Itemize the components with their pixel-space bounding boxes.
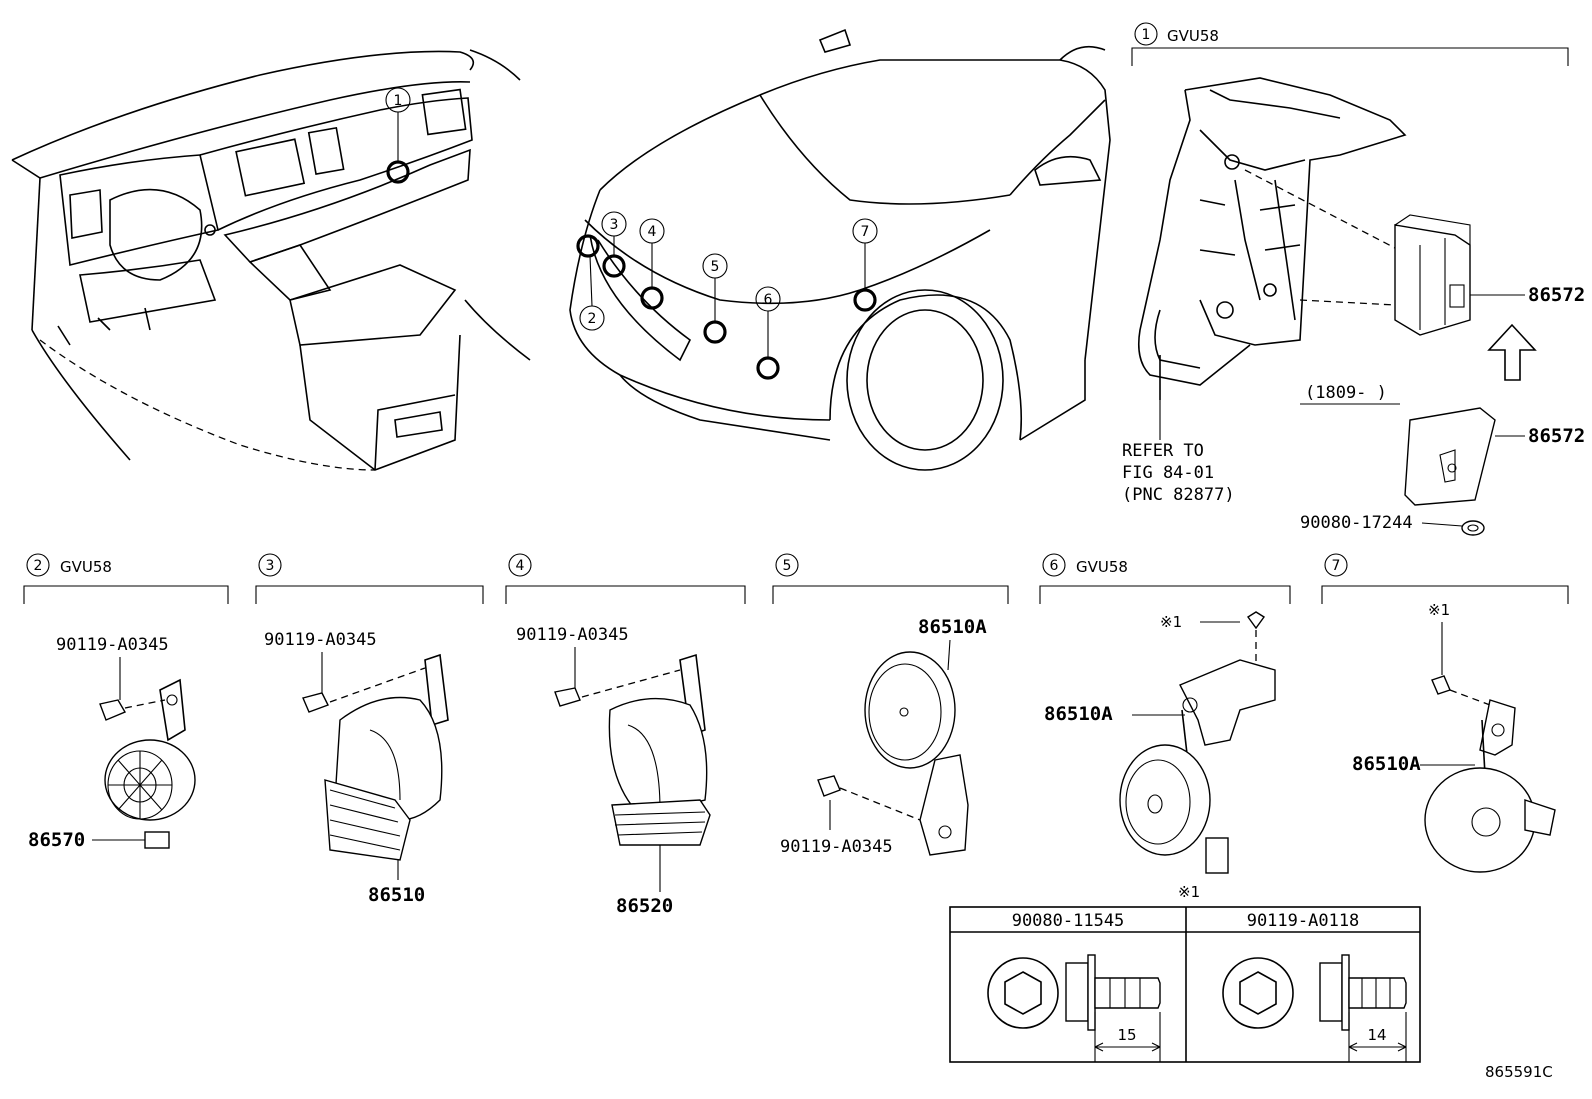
section-6: 6 GVU58 ※1 86510A xyxy=(1039,553,1291,874)
svg-text:4: 4 xyxy=(516,558,525,574)
section-5-part: 86510A xyxy=(918,616,987,638)
horn-86520-drawing xyxy=(554,653,711,846)
vehicle-front-illustration xyxy=(569,28,1111,471)
section-7-note: ※1 xyxy=(1428,601,1450,619)
section-2: 2 GVU58 90119-A0345 86570 xyxy=(23,553,229,851)
section-1: 1 GVU58 86572 xyxy=(1122,22,1585,536)
section-5-bolt: 90119-A0345 xyxy=(780,837,893,857)
svg-text:5: 5 xyxy=(783,558,792,574)
dashboard-illustration xyxy=(11,49,531,471)
svg-text:6: 6 xyxy=(764,292,773,308)
refer-to-line3: (PNC 82877) xyxy=(1122,485,1235,505)
svg-text:2: 2 xyxy=(34,558,43,574)
section-5: 5 86510A 90119-A0345 xyxy=(772,553,1009,857)
callout-7: 7 xyxy=(852,218,878,244)
svg-text:3: 3 xyxy=(266,558,275,574)
table-col1-dimension: 15 xyxy=(1117,1026,1136,1044)
siren-86570-drawing xyxy=(99,678,196,849)
svg-text:6: 6 xyxy=(1050,558,1059,574)
junction-block-86572 xyxy=(1394,214,1471,336)
svg-text:1: 1 xyxy=(394,93,403,109)
section-4-part: 86520 xyxy=(616,895,673,917)
svg-text:4: 4 xyxy=(648,224,657,240)
section-2-bolt: 90119-A0345 xyxy=(56,635,169,655)
date-range: (1809- ) xyxy=(1305,383,1387,403)
section-1-model: GVU58 xyxy=(1167,27,1219,45)
bolt-90080-11545-drawing xyxy=(987,954,1161,1062)
refer-to-line2: FIG 84-01 xyxy=(1122,463,1214,483)
svg-text:3: 3 xyxy=(610,217,619,233)
nut-drawing xyxy=(1461,520,1485,536)
svg-text:5: 5 xyxy=(711,259,720,275)
up-arrow-icon xyxy=(1487,323,1537,381)
overview-callouts: 1 2 3 4 5 6 7 xyxy=(385,87,878,331)
horn-86510A-drawing-5 xyxy=(817,651,969,856)
callout-3: 3 xyxy=(601,211,627,237)
junction-bracket-drawing xyxy=(1137,77,1407,400)
svg-text:2: 2 xyxy=(588,311,597,327)
section-7-part: 86510A xyxy=(1352,753,1421,775)
callout-4: 4 xyxy=(639,218,665,244)
fastener-table: ※1 90080-11545 90119-A0118 15 xyxy=(949,883,1421,1063)
section-2-model: GVU58 xyxy=(60,558,112,576)
section-6-part: 86510A xyxy=(1044,703,1113,725)
table-col1-part: 90080-11545 xyxy=(1012,911,1125,931)
table-col2-dimension: 14 xyxy=(1367,1026,1386,1044)
section-2-part: 86570 xyxy=(28,829,85,851)
horn-86510A-drawing-6 xyxy=(1119,611,1276,874)
callout-2: 2 xyxy=(579,305,605,331)
bolt-90119-A0118-drawing xyxy=(1222,954,1407,1062)
section-3: 3 90119-A0345 86510 xyxy=(255,553,484,906)
section-6-note: ※1 xyxy=(1160,613,1182,631)
cover-86572 xyxy=(1404,407,1496,506)
horn-86510-drawing xyxy=(302,653,449,861)
section-3-bolt: 90119-A0345 xyxy=(264,630,377,650)
section-6-model: GVU58 xyxy=(1076,558,1128,576)
fastener-table-note: ※1 xyxy=(1178,883,1200,901)
callout-5: 5 xyxy=(702,253,728,279)
svg-text:7: 7 xyxy=(1332,558,1341,574)
part-86572-upper: 86572 xyxy=(1528,284,1585,306)
section-3-part: 86510 xyxy=(368,884,425,906)
horn-86510A-drawing-7 xyxy=(1424,675,1556,873)
svg-text:7: 7 xyxy=(861,224,870,240)
nut-90080-17244: 90080-17244 xyxy=(1300,513,1413,533)
section-4-bolt: 90119-A0345 xyxy=(516,625,629,645)
table-col2-part: 90119-A0118 xyxy=(1247,911,1360,931)
section-4: 4 90119-A0345 86520 xyxy=(505,553,746,917)
section-1-number: 1 xyxy=(1142,27,1151,43)
callout-6: 6 xyxy=(755,286,781,312)
part-86572-lower: 86572 xyxy=(1528,425,1585,447)
section-7: 7 ※1 86510A xyxy=(1321,553,1569,873)
figure-id: 865591C xyxy=(1485,1063,1553,1081)
refer-to-line1: REFER TO xyxy=(1122,441,1204,461)
callout-1: 1 xyxy=(385,87,411,113)
